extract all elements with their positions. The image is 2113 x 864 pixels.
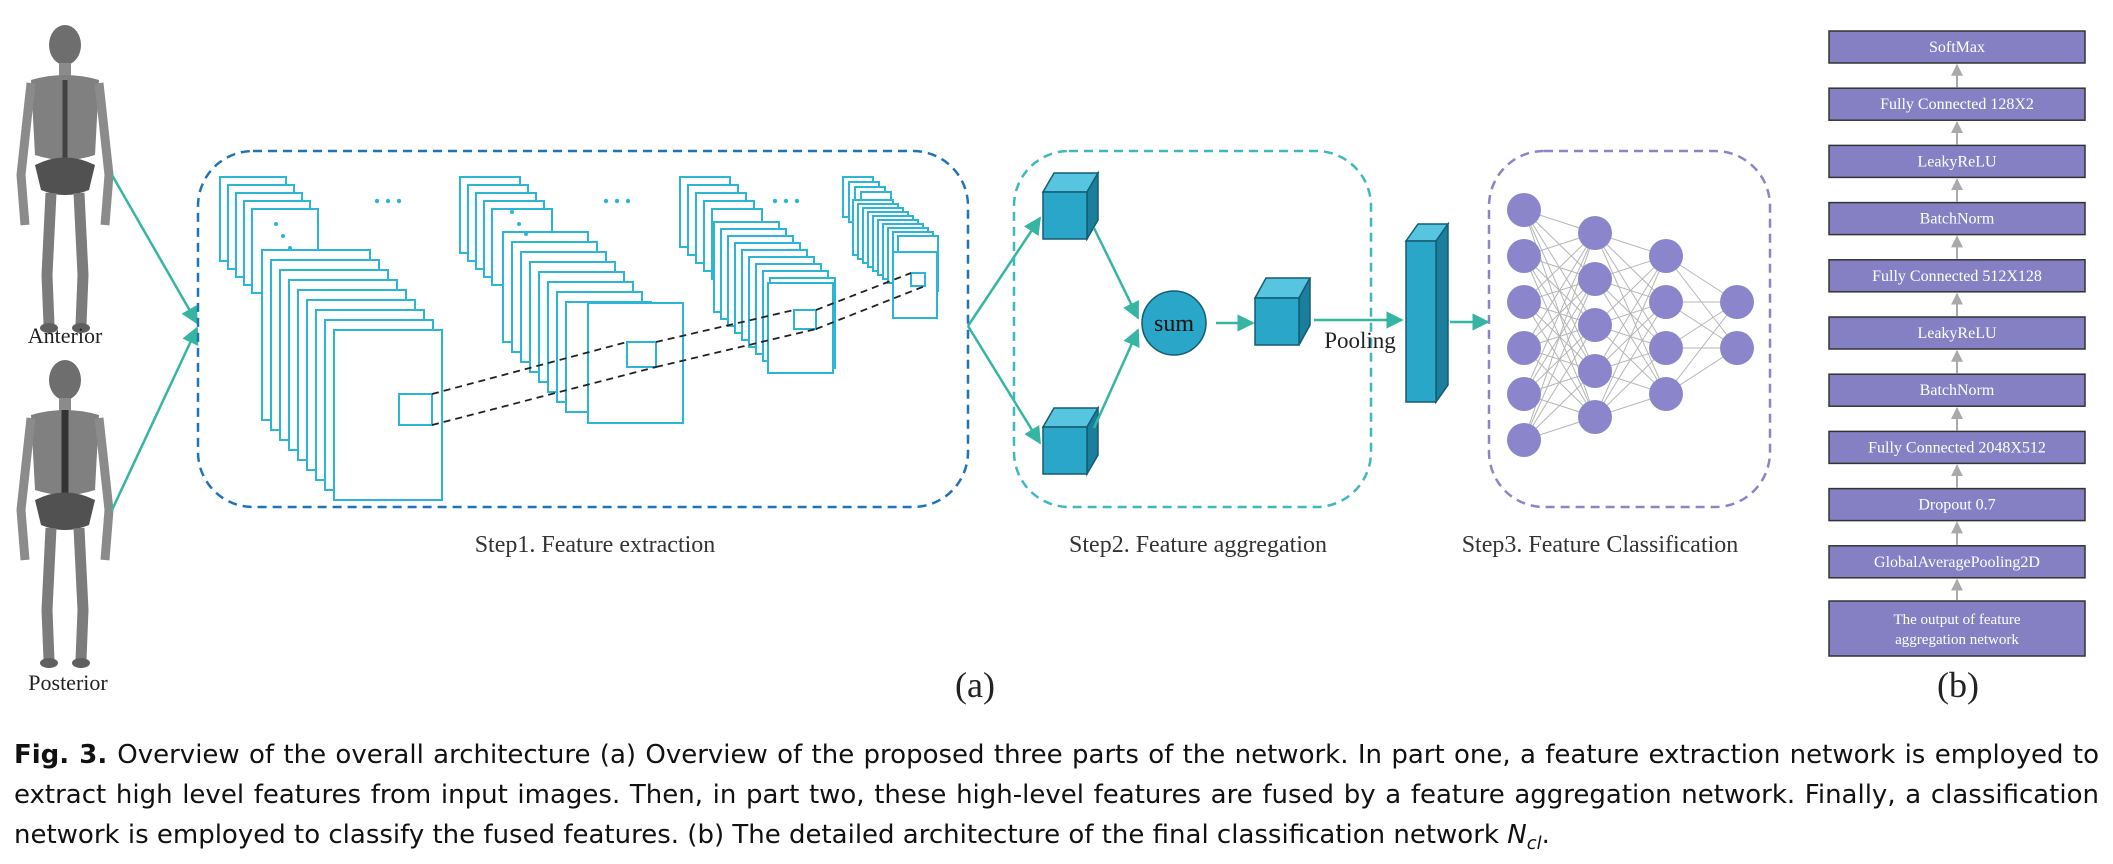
neuron — [1649, 285, 1683, 319]
neuron — [1578, 400, 1612, 434]
neuron — [1507, 331, 1541, 365]
neuron — [1578, 308, 1612, 342]
step3-label: Step3. Feature Classification — [1462, 532, 1739, 558]
layer-box — [1828, 487, 2086, 522]
neuron — [1507, 285, 1541, 319]
extraction-to-top-cube-arrow — [966, 216, 1042, 327]
sum-label: sum — [1154, 311, 1194, 337]
nn-connection — [1594, 255, 1667, 418]
neuron — [1649, 331, 1683, 365]
layer-box — [1828, 373, 2086, 407]
layer-label: BatchNorm — [1920, 211, 1995, 228]
feature-extraction-box — [196, 149, 970, 509]
step1-label: Step1. Feature extraction — [475, 532, 716, 558]
feature-map-stack-1 — [219, 176, 443, 501]
pooled-feature-vector — [1404, 221, 1450, 405]
posterior-scan-image — [16, 360, 114, 668]
input-layer-line1: The output of feature — [1893, 612, 2020, 628]
layer-label: SoftMax — [1929, 39, 1985, 56]
top-cube-to-sum-arrow — [1092, 227, 1140, 320]
part-b-label: (b) — [1937, 665, 1979, 705]
feature-cube-top — [1041, 170, 1100, 242]
caption-symbol: N — [1507, 820, 1527, 850]
feature-aggregation-box — [1012, 149, 1373, 509]
layer-label: Fully Connected 2048X512 — [1868, 439, 2046, 456]
posterior-input-arrow — [110, 326, 199, 511]
layer-label: Dropout 0.7 — [1918, 497, 1995, 514]
feature-map-stack-3 — [679, 176, 836, 374]
nn-connection — [1665, 301, 1738, 395]
pooling-label: Pooling — [1324, 328, 1396, 353]
layer-label: Fully Connected 128X2 — [1880, 96, 2034, 113]
layer-box — [1828, 30, 2086, 64]
layer-label: Fully Connected 512X128 — [1872, 268, 2042, 285]
neuron — [1578, 216, 1612, 250]
part-a-label: (a) — [955, 665, 995, 705]
neuron — [1649, 239, 1683, 273]
neural-network-connections — [1523, 209, 1738, 441]
aggregated-feature-cube — [1253, 277, 1312, 346]
layer-box — [1828, 201, 2086, 236]
layer-box — [1828, 316, 2086, 350]
neuron — [1507, 423, 1541, 457]
figure-caption: Fig. 3.Overview of the overall architect… — [14, 735, 2099, 864]
nn-connection — [1523, 324, 1596, 441]
neuron — [1578, 354, 1612, 388]
step2-label: Step2. Feature aggregation — [1069, 532, 1327, 558]
bottom-cube-to-sum-arrow — [1092, 328, 1140, 429]
anterior-input-arrow — [110, 174, 199, 325]
layer-label: LeakyReLU — [1917, 325, 1997, 342]
posterior-label: Posterior — [28, 670, 108, 695]
layer-label: GlobalAveragePooling2D — [1874, 554, 2040, 571]
layer-box — [1828, 144, 2086, 179]
feature-classification-box — [1487, 149, 1772, 509]
layer-label: BatchNorm — [1920, 382, 1995, 399]
nn-connection — [1594, 255, 1667, 372]
layer-box — [1828, 87, 2086, 121]
nn-connection — [1523, 232, 1596, 349]
receptive-field-1 — [398, 393, 433, 426]
neuron — [1649, 377, 1683, 411]
receptive-field-2 — [626, 341, 657, 368]
nn-connection — [1523, 232, 1596, 395]
layer-label: LeakyReLU — [1917, 153, 1997, 170]
receptive-field-3 — [793, 309, 817, 330]
neuron — [1720, 331, 1754, 365]
feature-cube-bottom — [1041, 405, 1100, 477]
sum-node — [1141, 290, 1207, 356]
architecture-figure: Anterior Posterior — [16, 25, 2086, 705]
neuron — [1507, 239, 1541, 273]
feature-map-stack-4 — [842, 176, 939, 319]
layer-box — [1828, 259, 2086, 293]
caption-label: Fig. 3. — [14, 740, 108, 770]
caption-text: Overview of the overall architecture (a)… — [14, 740, 2099, 850]
caption-subscript: cl — [1526, 833, 1542, 855]
caption-end: . — [1541, 820, 1550, 850]
layer-box — [1828, 545, 2086, 579]
receptive-field-4 — [910, 272, 926, 287]
input-layer-box: The output of feature aggregation networ… — [1828, 600, 2086, 657]
neuron — [1507, 377, 1541, 411]
input-layer-line2: aggregation network — [1895, 632, 2019, 648]
feature-map-stack-2 — [459, 176, 684, 424]
projection-lines — [431, 272, 926, 426]
anterior-scan-image — [16, 25, 114, 333]
neural-network-neurons — [1507, 193, 1754, 457]
neuron — [1507, 193, 1541, 227]
nn-connection — [1523, 278, 1596, 441]
neuron — [1578, 262, 1612, 296]
layer-box — [1828, 430, 2086, 465]
ellipsis-dots — [274, 198, 800, 250]
extraction-to-bottom-cube-arrow — [966, 325, 1042, 445]
nn-connection — [1594, 301, 1667, 418]
anterior-label: Anterior — [28, 323, 103, 348]
neuron — [1720, 285, 1754, 319]
